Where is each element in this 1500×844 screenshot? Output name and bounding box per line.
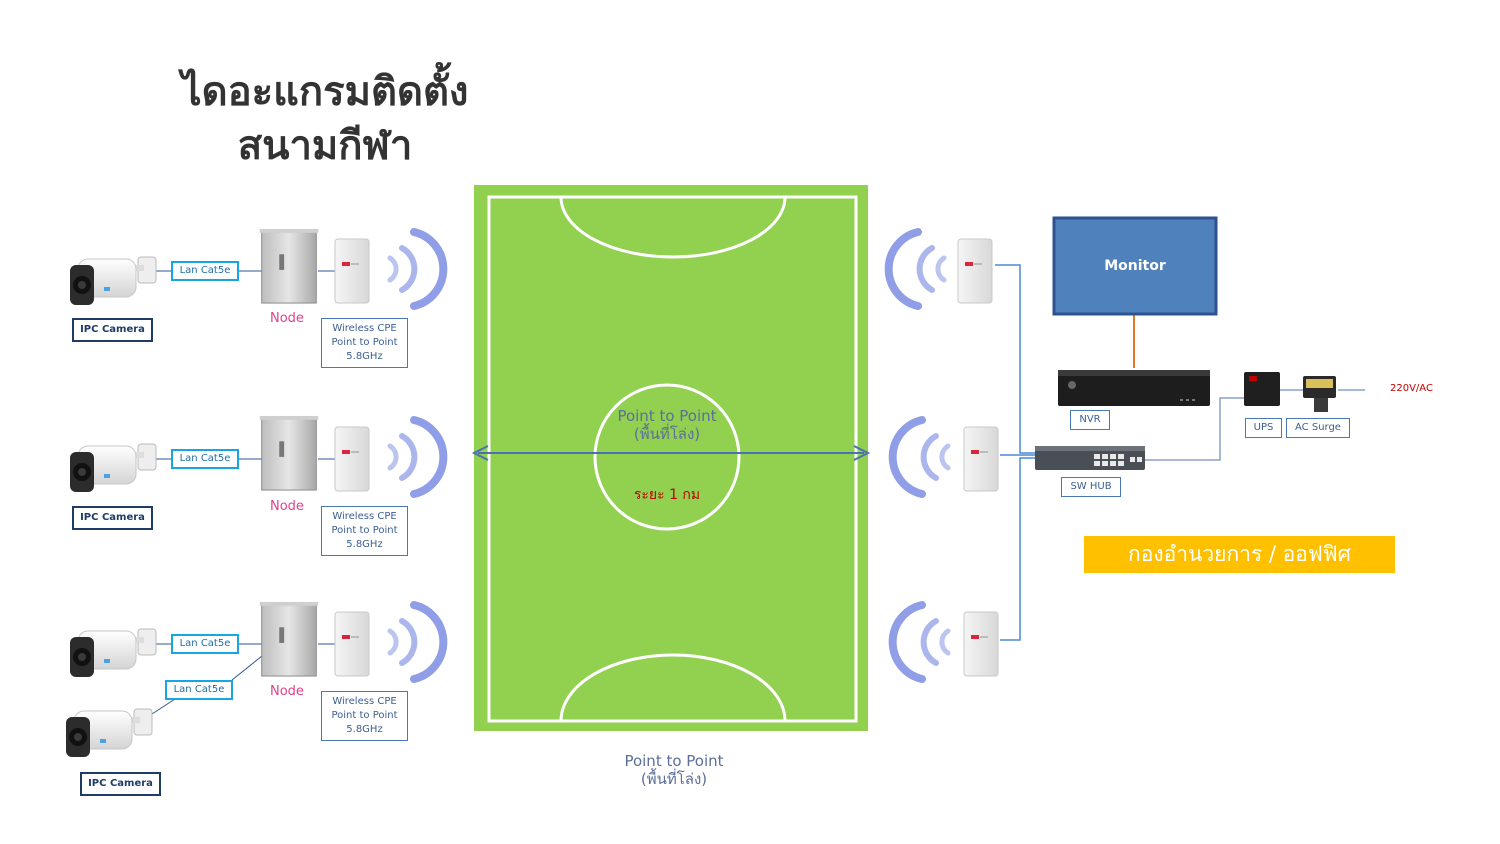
ipc-camera-2 [69, 443, 157, 493]
cpe-info-box-1: Wireless CPE Point to Point 5.8GHz [321, 318, 408, 368]
ups-label: UPS [1245, 418, 1282, 438]
cpe-mode: Point to Point [331, 710, 398, 721]
node-label-2: Node [270, 499, 304, 514]
ipc-camera-1 [69, 256, 157, 306]
power-label: 220V/AC [1390, 383, 1433, 394]
wireless-cpe-left-2 [334, 426, 370, 492]
cpe-type: Wireless CPE [332, 323, 397, 334]
arrow-right-head [853, 445, 871, 461]
office-banner: กองอำนวยการ / ออฟฟิศ [1084, 536, 1395, 573]
cpe-frequency: 5.8GHz [346, 724, 383, 735]
cpe-frequency: 5.8GHz [346, 539, 383, 550]
ptp-bottom-title: Point to Point [624, 752, 724, 770]
nvr-label: NVR [1070, 410, 1110, 430]
ipc-camera-3 [69, 628, 157, 678]
arrow-left-head [471, 445, 489, 461]
node-label-1: Node [270, 311, 304, 326]
monitor [1052, 216, 1218, 316]
page-subtitle: สนามกีฬา [237, 123, 413, 169]
top-goal-arc [559, 196, 787, 259]
ptp-center-title: Point to Point [617, 407, 717, 425]
sw-hub-device [1035, 446, 1145, 470]
ac-surge-label: AC Surge [1286, 418, 1350, 438]
signal-waves-right-3-icon [888, 601, 951, 683]
signal-waves-left-1-icon [387, 228, 448, 310]
cpe-type: Wireless CPE [332, 696, 397, 707]
cpe-mode: Point to Point [331, 337, 398, 348]
field [474, 185, 868, 731]
cpe-info-box-2: Wireless CPE Point to Point 5.8GHz [321, 506, 408, 556]
ups-device [1244, 372, 1280, 406]
lan-cable-label-1: Lan Cat5e [171, 261, 239, 281]
ipc-camera-label-3: IPC Camera [80, 772, 161, 796]
page-title: ไดอะแกรมติดตั้ง [181, 69, 469, 115]
lan-cable-label-3: Lan Cat5e [171, 634, 239, 654]
nvr-device [1058, 370, 1210, 406]
wireless-cpe-right-2 [963, 426, 999, 492]
lan-cable-label-4: Lan Cat5e [165, 680, 233, 700]
signal-waves-right-1-icon [884, 228, 947, 310]
wireless-cpe-left-1 [334, 238, 370, 304]
office-cabling [995, 264, 1035, 641]
ipc-camera-label-1: IPC Camera [72, 318, 153, 342]
lan-cable-label-2: Lan Cat5e [171, 449, 239, 469]
ptp-bottom-label: Point to Point (พื้นที่โล่ง) [574, 752, 774, 788]
signal-waves-left-3-icon [387, 601, 448, 683]
cpe-type: Wireless CPE [332, 511, 397, 522]
ipc-camera-4 [65, 708, 153, 758]
node-cabinet-3 [259, 601, 319, 677]
bottom-goal-arc [559, 653, 787, 722]
ptp-center-label: Point to Point (พื้นที่โล่ง) [567, 407, 767, 443]
ups-cable [1145, 397, 1247, 461]
ptp-center-subtitle: (พื้นที่โล่ง) [633, 425, 701, 443]
wireless-cpe-left-3 [334, 611, 370, 677]
node-label-3: Node [270, 684, 304, 699]
distance-label: ระยะ 1 กม [633, 487, 701, 503]
ipc-camera-label-2: IPC Camera [72, 506, 153, 530]
node-cabinet-1 [259, 228, 319, 304]
ptp-bottom-subtitle: (พื้นที่โล่ง) [640, 770, 708, 788]
signal-waves-left-2-icon [387, 416, 448, 498]
center-circle [593, 383, 741, 531]
monitor-label: Monitor [1104, 258, 1166, 274]
cpe-info-box-3: Wireless CPE Point to Point 5.8GHz [321, 691, 408, 741]
cpe-frequency: 5.8GHz [346, 351, 383, 362]
wireless-cpe-right-3 [963, 611, 999, 677]
signal-waves-right-2-icon [888, 416, 951, 498]
ac-surge-device [1303, 376, 1336, 412]
node-cabinet-2 [259, 415, 319, 491]
cpe-mode: Point to Point [331, 525, 398, 536]
wireless-cpe-right-1 [957, 238, 993, 304]
sw-hub-label: SW HUB [1061, 477, 1121, 497]
